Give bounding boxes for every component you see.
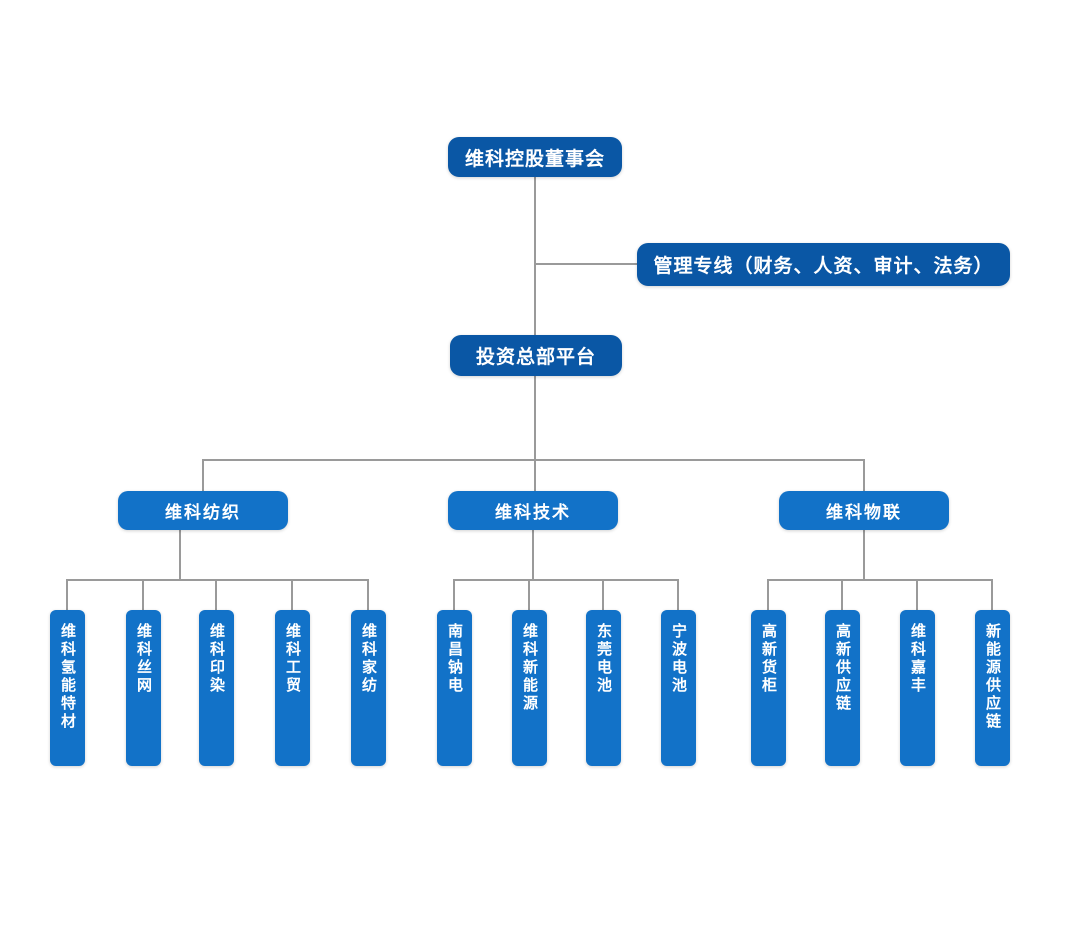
org-node-leaf: 维科嘉丰 [900,610,935,766]
leaf-label: 维科印染 [208,623,226,695]
leaf-label: 维科工贸 [284,623,302,695]
connector-line [534,176,536,336]
leaf-label: 维科家纺 [360,623,378,695]
leaf-label: 维科氢能特材 [59,623,77,731]
connector-line [179,530,181,579]
connector-line [453,579,455,610]
org-node-branch-textile: 维科纺织 [118,491,288,530]
connector-line [291,579,293,610]
connector-line [767,579,993,581]
connector-line [142,579,144,610]
connector-line [602,579,604,610]
connector-line [202,459,204,491]
connector-line [677,579,679,610]
leaf-label: 维科嘉丰 [909,623,927,695]
connector-line [528,579,530,610]
org-node-leaf: 高新供应链 [825,610,860,766]
connector-line [66,579,68,610]
org-node-board: 维科控股董事会 [448,137,622,177]
connector-line [367,579,369,610]
connector-line [767,579,769,610]
leaf-label: 东莞电池 [595,623,613,695]
connector-line [991,579,993,610]
connector-line [535,263,637,265]
org-node-branch-technology: 维科技术 [448,491,618,530]
org-node-leaf: 维科家纺 [351,610,386,766]
leaf-label: 高新供应链 [834,623,852,713]
leaf-label: 高新货柜 [760,623,778,695]
org-node-leaf: 东莞电池 [586,610,621,766]
connector-line [202,459,865,461]
leaf-label: 宁波电池 [670,623,688,695]
leaf-label: 南昌钠电 [446,623,464,695]
connector-line [534,376,536,491]
org-node-leaf: 维科工贸 [275,610,310,766]
connector-line [66,579,369,581]
org-node-leaf: 维科氢能特材 [50,610,85,766]
org-node-leaf: 维科印染 [199,610,234,766]
org-node-leaf: 新能源供应链 [975,610,1010,766]
connector-line [453,579,679,581]
connector-line [532,530,534,579]
org-node-branch-iot: 维科物联 [779,491,949,530]
leaf-label: 维科新能源 [521,623,539,713]
org-node-leaf: 维科丝网 [126,610,161,766]
org-node-leaf: 维科新能源 [512,610,547,766]
connector-line [215,579,217,610]
org-node-leaf: 高新货柜 [751,610,786,766]
connector-line [863,530,865,579]
leaf-label: 新能源供应链 [984,623,1002,731]
org-node-leaf: 宁波电池 [661,610,696,766]
connector-line [841,579,843,610]
connector-line [863,459,865,491]
leaf-label: 维科丝网 [135,623,153,695]
org-node-management-line: 管理专线（财务、人资、审计、法务） [637,243,1010,286]
connector-line [916,579,918,610]
org-node-leaf: 南昌钠电 [437,610,472,766]
org-node-investment-platform: 投资总部平台 [450,335,622,376]
